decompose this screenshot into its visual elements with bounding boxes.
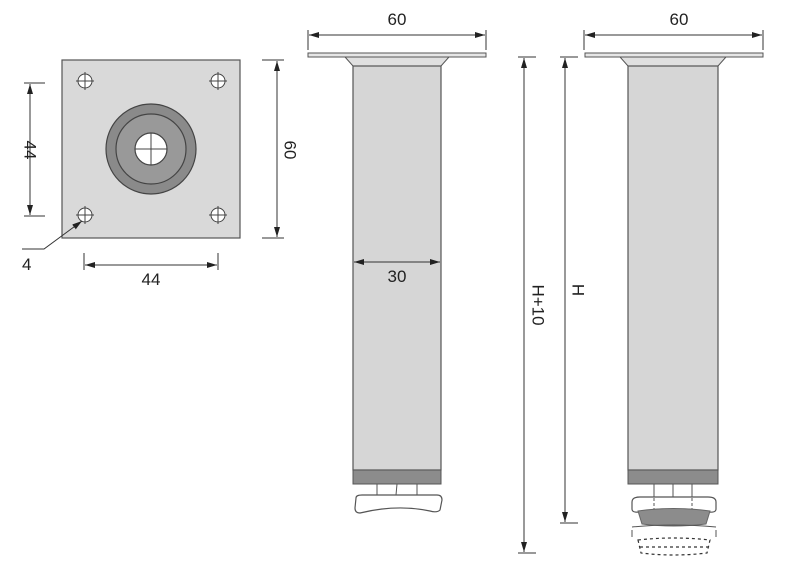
label-60-plate: 60 <box>281 141 300 160</box>
screw-hole-icon <box>209 72 227 90</box>
dimension-plate-size: 60 <box>262 59 300 239</box>
dimension-plate-width-left: 60 <box>307 10 487 50</box>
label-h: H <box>569 284 588 296</box>
foot-base-outline <box>631 524 717 537</box>
dimension-hole-spacing-vertical: 44 <box>21 82 45 217</box>
screw-hole-icon <box>209 206 227 224</box>
label-60-left: 60 <box>388 10 407 29</box>
tube <box>627 65 719 471</box>
dimension-hole-spacing-horizontal: 44 <box>83 253 219 289</box>
dimension-overall-height: H+10 <box>518 56 548 554</box>
top-view: 44 60 44 4 <box>21 59 300 289</box>
tube-end-band <box>627 469 719 485</box>
label-44-horizontal: 44 <box>142 270 161 289</box>
foot-rubber <box>637 508 711 527</box>
top-plate <box>584 52 764 58</box>
screw-hole-icon <box>76 206 94 224</box>
dimension-height: H <box>560 56 588 524</box>
center-boss-icon <box>105 103 197 195</box>
side-view-left: 60 30 <box>307 10 487 514</box>
dimension-tube-width: 30 <box>354 259 440 286</box>
foot-pad <box>354 494 443 514</box>
screw-hole-icon <box>76 72 94 90</box>
label-4-hole: 4 <box>22 255 31 274</box>
label-30-tube: 30 <box>388 267 407 286</box>
label-60-right: 60 <box>670 10 689 29</box>
foot-base-dashed <box>637 537 711 556</box>
top-plate <box>307 52 487 58</box>
tube <box>352 65 442 471</box>
label-h-plus-10: H+10 <box>529 284 548 325</box>
dimension-hole-diameter: 4 <box>22 220 83 274</box>
flange <box>618 56 728 67</box>
label-44-vertical: 44 <box>21 141 40 160</box>
tube-end-band <box>352 469 442 485</box>
dimension-plate-width-right: 60 <box>583 10 764 50</box>
flange <box>343 56 451 67</box>
side-view-right: 60 <box>583 10 764 556</box>
